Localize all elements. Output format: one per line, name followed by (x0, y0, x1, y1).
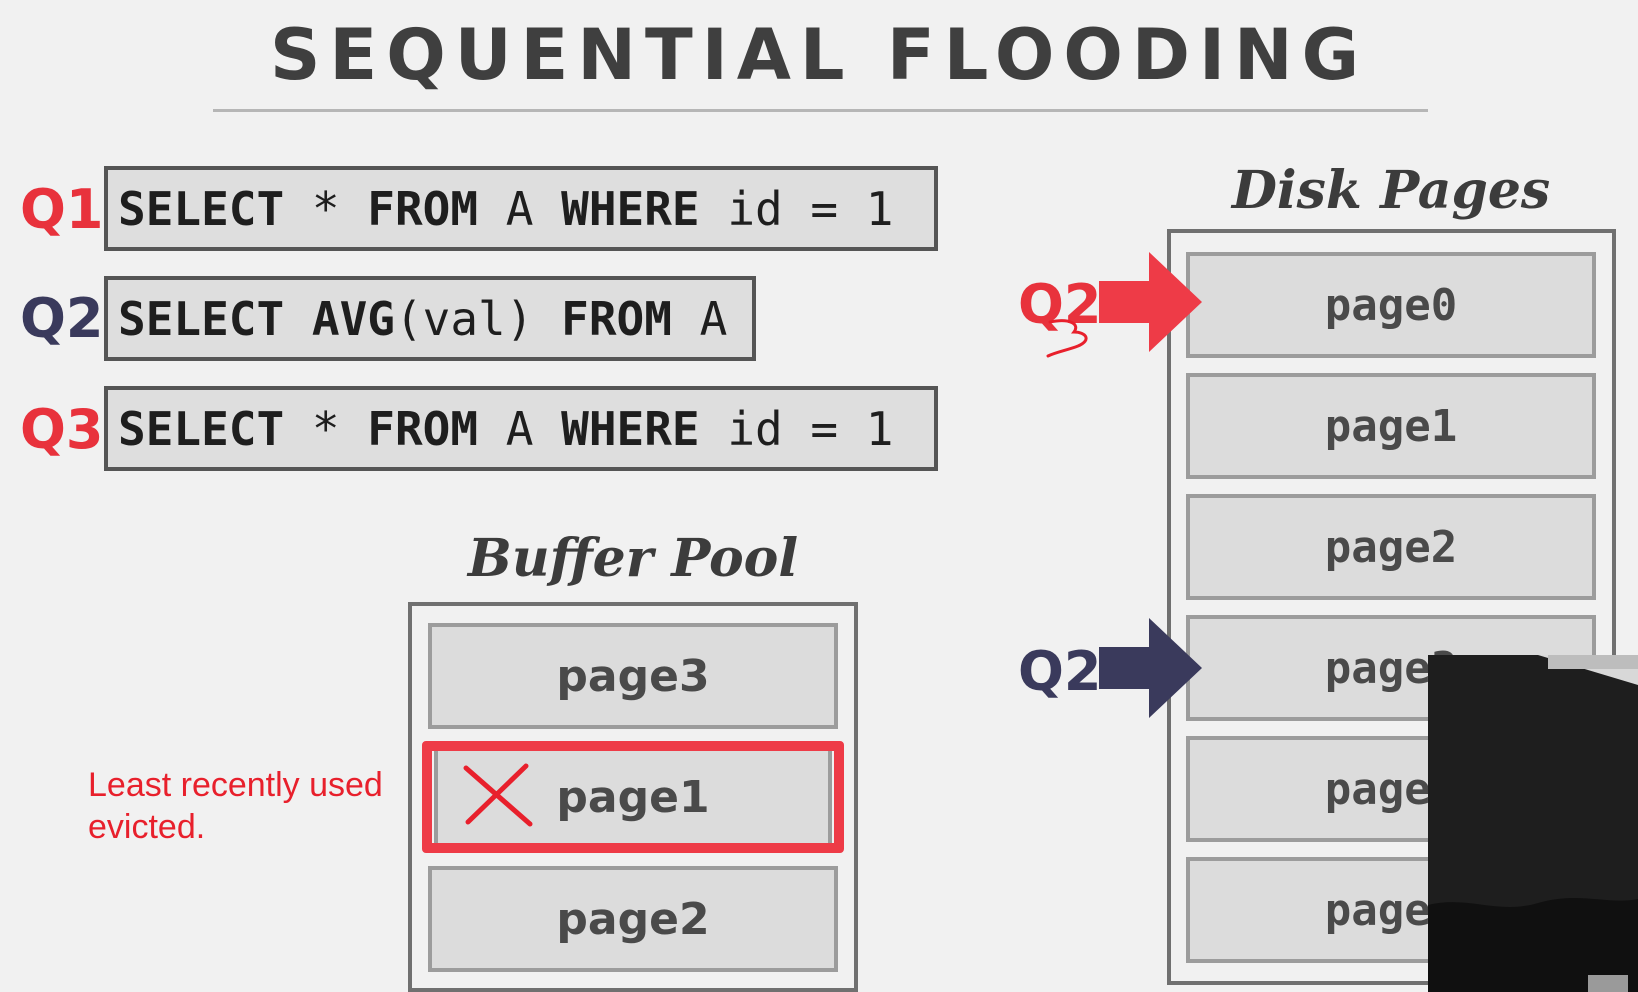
sql-token: * (284, 181, 368, 236)
eviction-note-line1: Least recently used (88, 766, 383, 804)
sql-token (284, 292, 312, 346)
sql-token: A (478, 181, 562, 236)
buffer-pool-heading: Buffer Pool (467, 528, 799, 589)
query-label-q1: Q1 (20, 178, 104, 241)
sql-token: id = 1 (699, 401, 894, 456)
sql-token: A (478, 401, 562, 456)
webcam-feed-icon (1428, 655, 1638, 992)
pointer-label-q2-red: Q2 (1018, 273, 1102, 336)
sql-token: FROM (367, 181, 479, 236)
query-box-q2: SELECT AVG(val) FROM A (104, 276, 756, 361)
slide-title: SEQUENTIAL FLOODING (269, 14, 1369, 96)
pointer-arrow-navy-icon (1099, 618, 1202, 718)
disk-page: page2 (1186, 494, 1596, 600)
sql-token: (val) (394, 291, 562, 346)
evict-x-icon (463, 763, 533, 827)
disk-pages-heading: Disk Pages (1231, 160, 1551, 221)
sql-token: WHERE (561, 181, 700, 236)
title-underline (213, 109, 1428, 112)
buffer-page: page2 (428, 866, 838, 972)
eviction-highlight (422, 741, 844, 853)
sql-token: SELECT (118, 401, 285, 456)
sql-token: id = 1 (699, 181, 894, 236)
pointer-label-q2-navy: Q2 (1018, 640, 1102, 703)
sql-token: A (671, 291, 728, 346)
sql-token: SELECT (118, 181, 285, 236)
sql-token: * (284, 401, 368, 456)
presenter-video (1428, 655, 1638, 992)
eviction-note-line2: evicted. (88, 808, 206, 846)
query-box-q3: SELECT * FROM A WHERE id = 1 (104, 386, 938, 471)
sql-token: AVG (311, 291, 395, 346)
sql-token: FROM (367, 401, 479, 456)
query-box-q1: SELECT * FROM A WHERE id = 1 (104, 166, 938, 251)
sql-token: SELECT (118, 291, 285, 346)
sql-token: FROM (561, 291, 672, 346)
query-label-q3: Q3 (20, 398, 104, 461)
query-label-q2: Q2 (20, 287, 104, 350)
sql-token: WHERE (561, 401, 700, 456)
buffer-page: page3 (428, 623, 838, 729)
eviction-note: Least recently used evicted. (88, 764, 383, 848)
disk-page: page1 (1186, 373, 1596, 479)
buffer-pool-container (408, 602, 858, 992)
pointer-arrow-red-icon (1099, 252, 1202, 352)
disk-page: page0 (1186, 252, 1596, 358)
disk-pages-container (1167, 229, 1616, 985)
handwritten-underline-icon (1046, 319, 1088, 358)
